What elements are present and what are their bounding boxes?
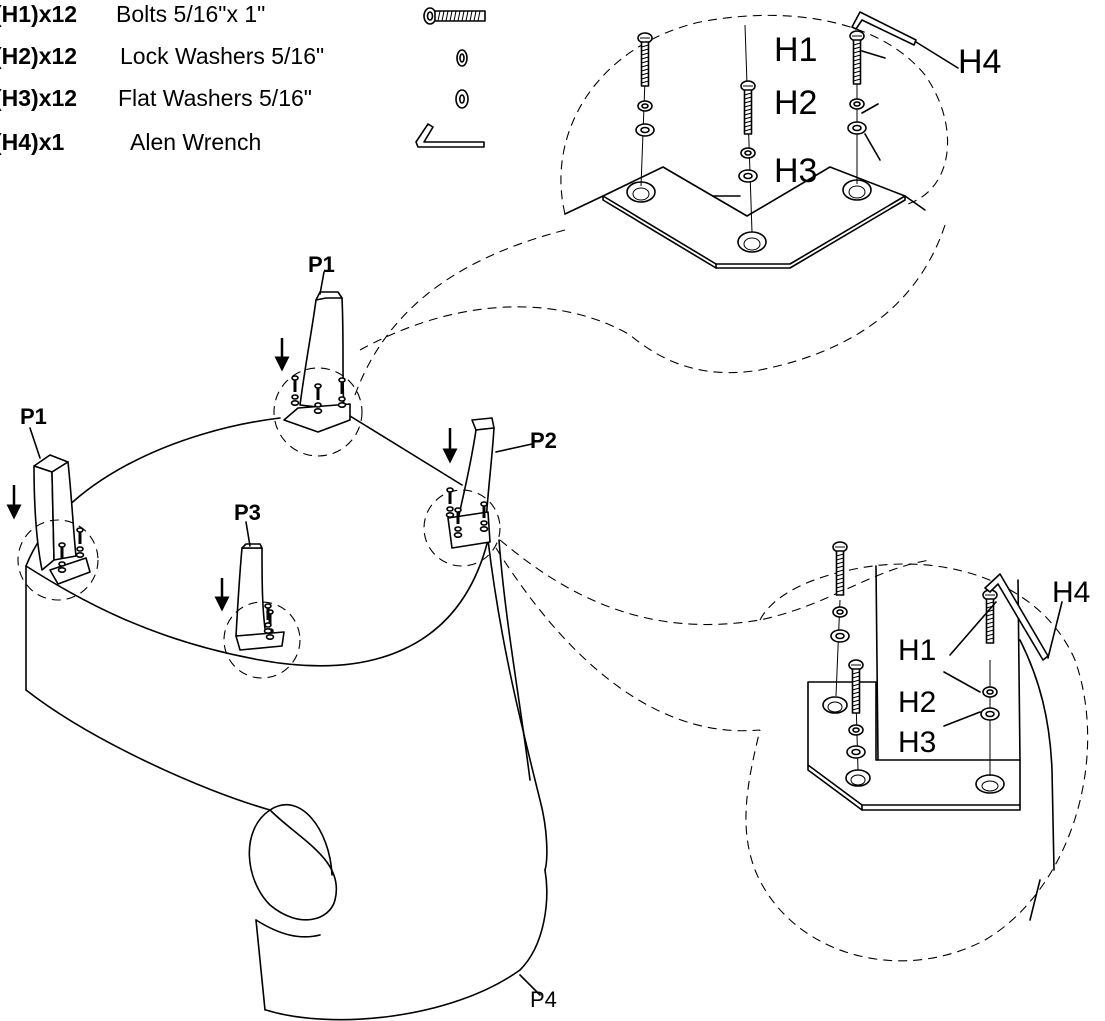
part-label-p2: P2 <box>530 428 557 453</box>
callout-h2-lower: H2 <box>898 686 936 719</box>
leg-p1-back: P1 <box>273 252 363 457</box>
part-label-p1-back: P1 <box>308 252 335 277</box>
part-label-p3: P3 <box>234 500 261 525</box>
hardware-code: (H2)x12 <box>0 43 77 69</box>
leg-p1-left: P1 <box>6 404 99 601</box>
part-label-p1-left: P1 <box>20 404 47 429</box>
callout-h2: H2 <box>774 84 817 122</box>
callout-h1: H1 <box>774 31 817 69</box>
callout-h3-lower: H3 <box>898 726 936 759</box>
hardware-desc: Flat Washers 5/16" <box>118 85 312 111</box>
hardware-row-h1: (H1)x12 Bolts 5/16"x 1" <box>0 1 486 27</box>
hardware-desc: Bolts 5/16"x 1" <box>116 1 265 27</box>
part-label-p4: P4 <box>530 987 557 1012</box>
hardware-code: (H3)x12 <box>0 85 77 111</box>
allen-wrench-icon <box>415 123 485 148</box>
flat-washer-icon <box>455 89 469 109</box>
hardware-code: (H1)x12 <box>0 1 77 27</box>
hardware-desc: Lock Washers 5/16" <box>120 43 324 69</box>
hardware-desc: Alen Wrench <box>130 129 261 155</box>
bolt-icon <box>423 7 486 25</box>
hardware-row-h4: (H4)x1 Alen Wrench <box>0 123 485 155</box>
callout-h1-lower: H1 <box>898 634 936 667</box>
hardware-list: (H1)x12 Bolts 5/16"x 1" (H2)x12 Lock Was… <box>0 1 486 155</box>
top-detail-view: H1 H2 H3 H4 <box>560 11 1001 269</box>
callout-h3: H3 <box>774 152 817 190</box>
callout-h4-lower: H4 <box>1052 576 1090 609</box>
leg-p3: P3 <box>214 500 301 679</box>
hardware-row-h2: (H2)x12 Lock Washers 5/16" <box>0 43 468 69</box>
hardware-row-h3: (H3)x12 Flat Washers 5/16" <box>0 85 469 111</box>
callout-h4: H4 <box>958 43 1001 81</box>
lock-washer-icon <box>456 49 468 67</box>
hardware-code: (H4)x1 <box>0 129 65 155</box>
leg-p2: P2 <box>423 417 557 567</box>
bottom-detail-view: H1 H2 H3 H4 <box>745 541 1090 962</box>
